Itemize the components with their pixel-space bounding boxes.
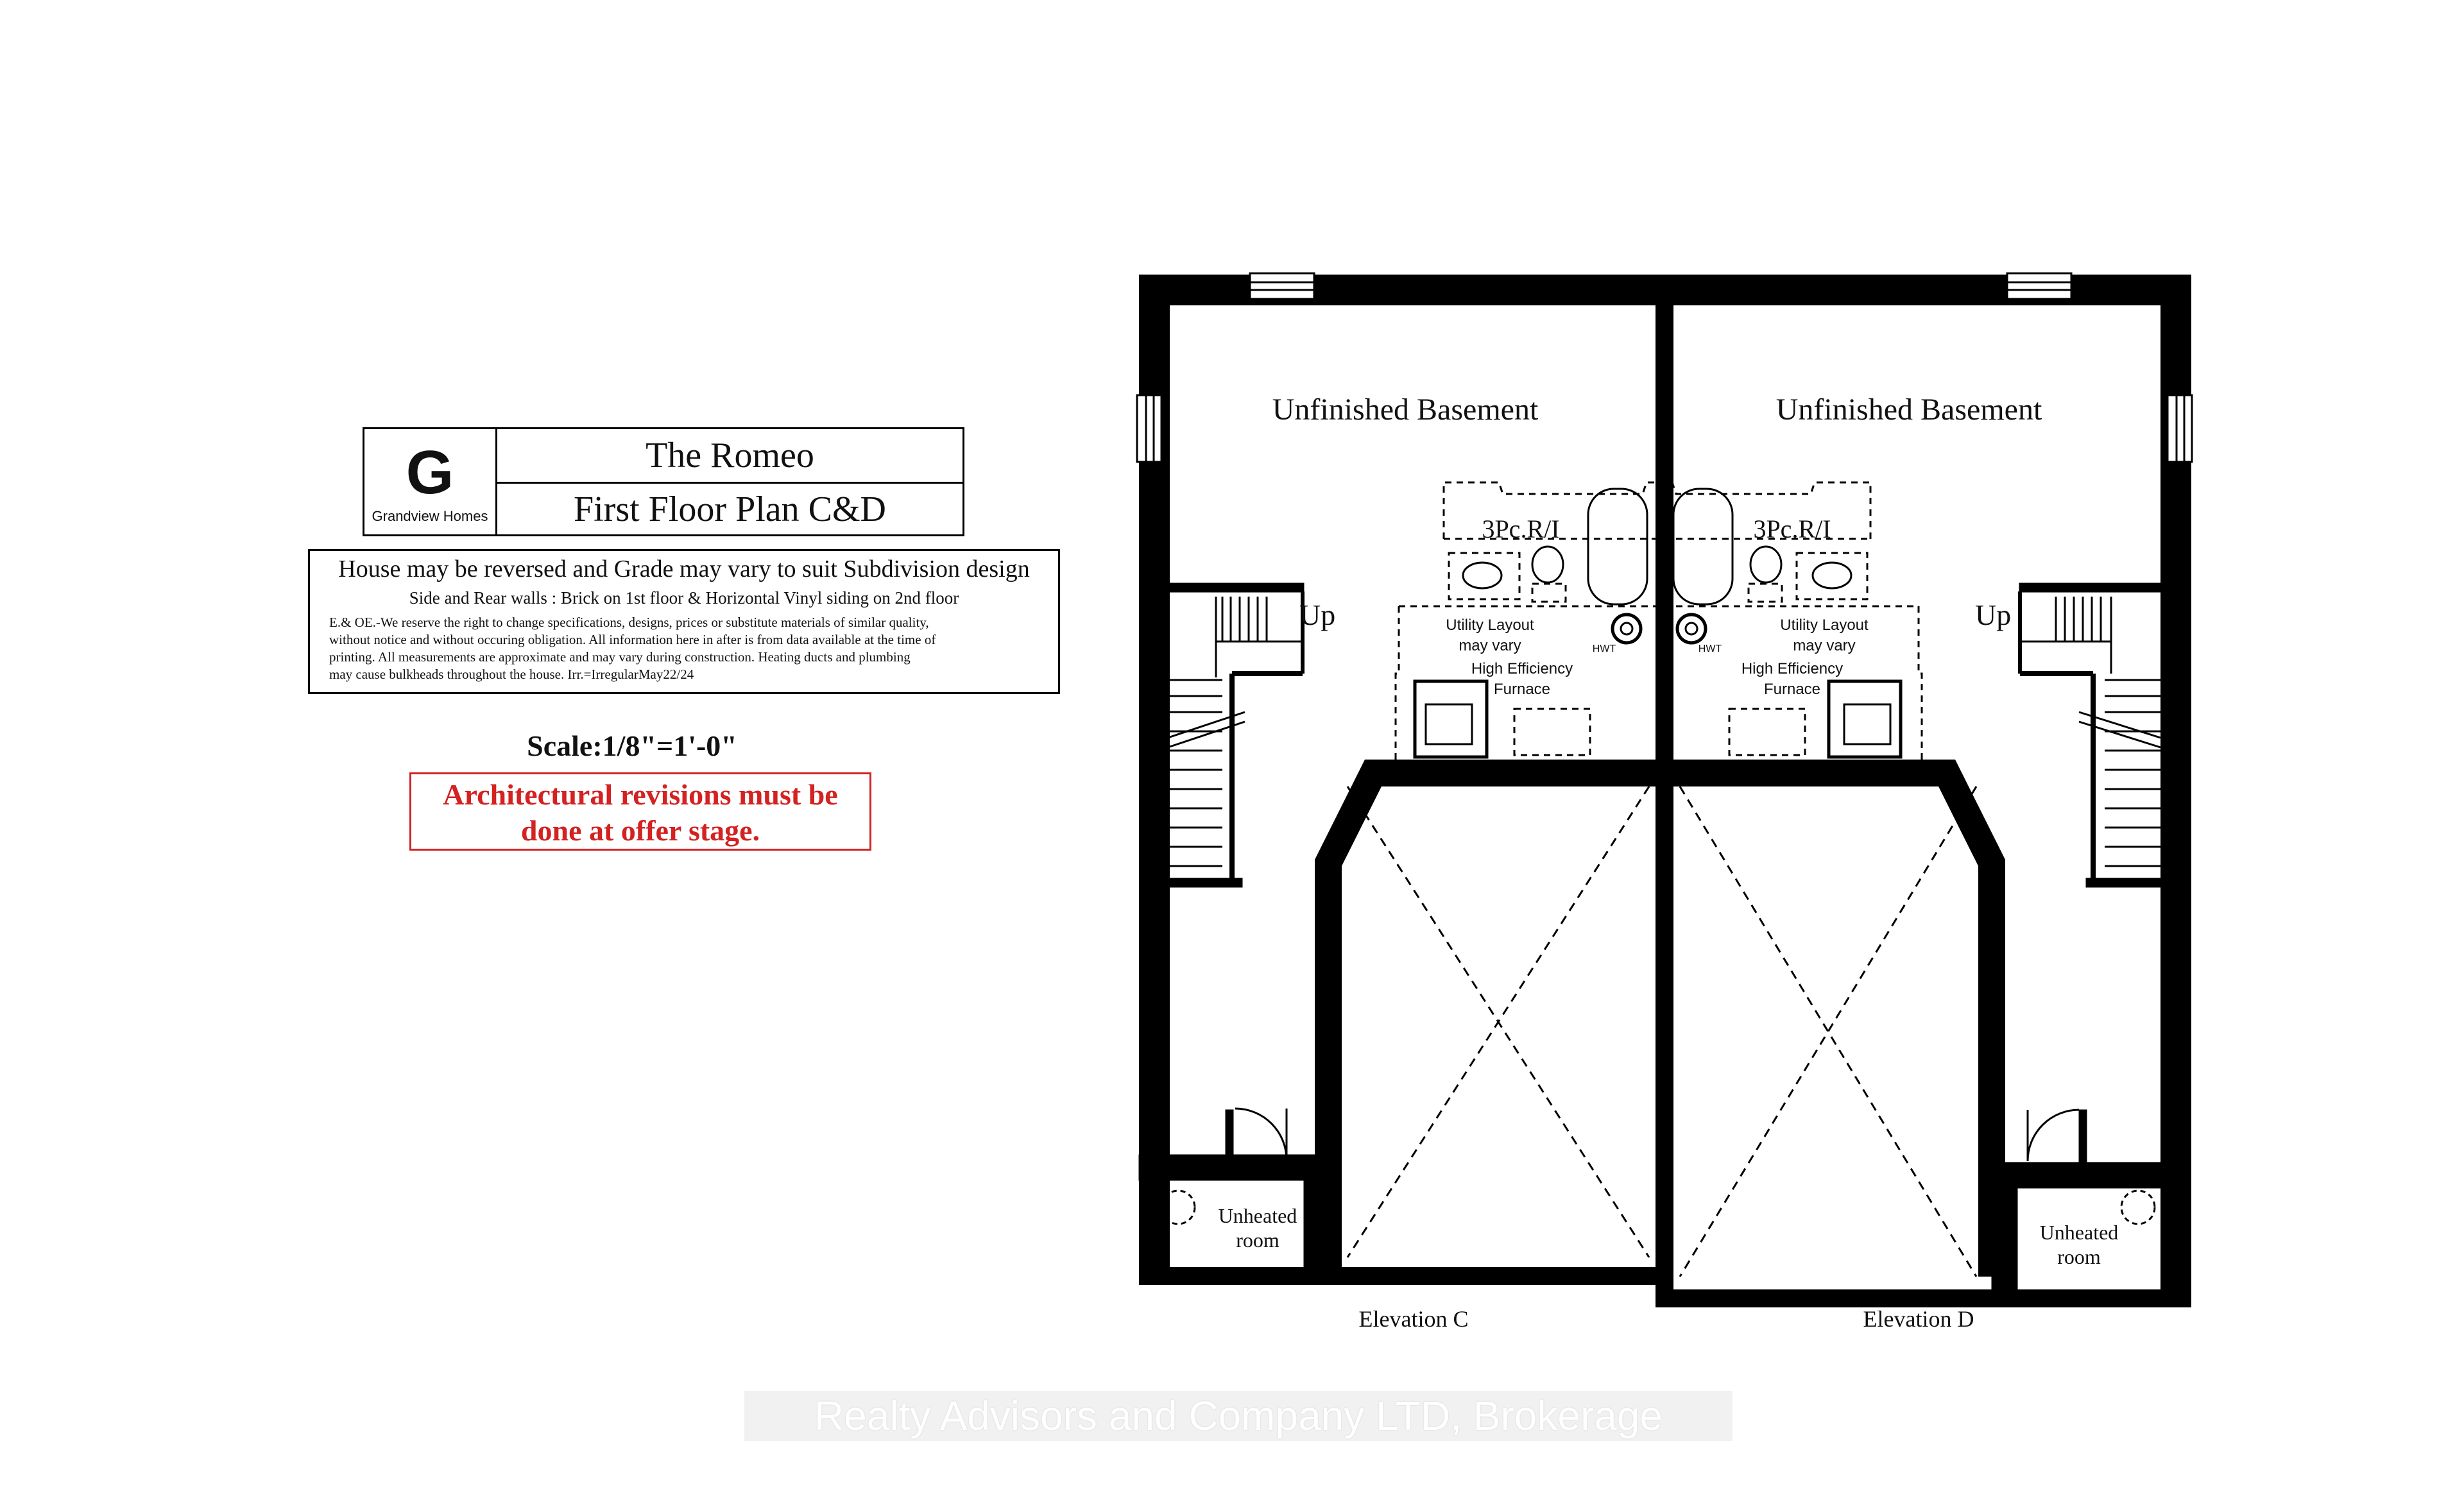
utility-note-right-1: Utility Layout [1780, 616, 1869, 634]
unheated-label-left-1: Unheated [1219, 1204, 1297, 1227]
window-side-right [2166, 394, 2193, 463]
garage-wall-right [1664, 760, 2005, 1277]
logo-letter: G [406, 438, 454, 507]
utility-note-right-2: may vary [1793, 637, 1855, 654]
elevation-c-label: Elevation C [1359, 1306, 1469, 1332]
furnace-note-left-1: High Efficiency [1471, 660, 1573, 677]
bath-label-left: 3Pc.R/I [1482, 514, 1559, 543]
stairs-left [1167, 582, 1305, 888]
unheated-label-left-2: room [1236, 1228, 1279, 1252]
hwt-label-right: HWT [1698, 643, 1722, 654]
unheated-label-right-1: Unheated [2040, 1221, 2119, 1244]
bathroom-rough-in-left [1442, 481, 1656, 606]
logo-company: Grandview Homes [372, 508, 488, 524]
walls-note: Side and Rear walls : Brick on 1st floor… [409, 588, 959, 608]
stair-up-label-left: Up [1299, 599, 1335, 631]
bath-label-right: 3Pc.R/I [1753, 514, 1831, 543]
disclaimer-text: E.& OE.-We reserve the right to change s… [329, 615, 936, 682]
exterior-walls [1139, 275, 2191, 1307]
logo: G Grandview Homes [363, 427, 497, 536]
garage-walls [1315, 760, 2005, 1277]
garage-wall-left [1315, 760, 1664, 1270]
stair-up-label-right: Up [1975, 599, 2011, 631]
bathroom-rough-in-right [1664, 481, 1872, 606]
furnace-note-right-1: High Efficiency [1741, 660, 1843, 677]
utility-area-right [1664, 605, 1923, 763]
revision-notice: Architectural revisions must be done at … [409, 772, 871, 851]
utility-note-left-2: may vary [1459, 637, 1521, 654]
hwt-label-left: HWT [1593, 643, 1616, 654]
window-top-left [1249, 272, 1315, 300]
title-block: G Grandview Homes The Romeo First Floor … [363, 427, 964, 536]
stairs-right [2018, 582, 2162, 888]
brokerage-watermark: Realty Advisors and Company LTD, Brokera… [744, 1391, 1733, 1441]
plan-name: First Floor Plan C&D [495, 482, 964, 536]
window-top-right [2006, 272, 2073, 300]
elevation-d-label: Elevation D [1863, 1306, 1974, 1332]
basement-label-right: Unfinished Basement [1776, 393, 2042, 427]
party-wall [1656, 275, 1673, 1307]
unheated-room-left [1138, 1107, 1330, 1284]
reversal-note: House may be reversed and Grade may vary… [338, 556, 1030, 582]
basement-label-left: Unfinished Basement [1272, 393, 1539, 427]
utility-note-left-1: Utility Layout [1446, 616, 1534, 634]
unheated-label-right-2: room [2057, 1245, 2101, 1268]
furnace-note-right-2: Furnace [1764, 681, 1820, 698]
unheated-room-right [1991, 1109, 2163, 1304]
bottom-wall-right [1656, 1289, 2191, 1307]
utility-area-left [1394, 605, 1656, 763]
scale-label: Scale:1/8"=1'-0" [527, 729, 737, 762]
furnace-note-left-2: Furnace [1494, 681, 1550, 698]
windows [1136, 272, 2193, 463]
window-side-left [1136, 394, 1163, 463]
disclaimer-box: House may be reversed and Grade may vary… [308, 549, 1060, 694]
bottom-wall-left [1139, 1267, 1673, 1285]
garage-door-swing-lines [1346, 786, 1978, 1277]
